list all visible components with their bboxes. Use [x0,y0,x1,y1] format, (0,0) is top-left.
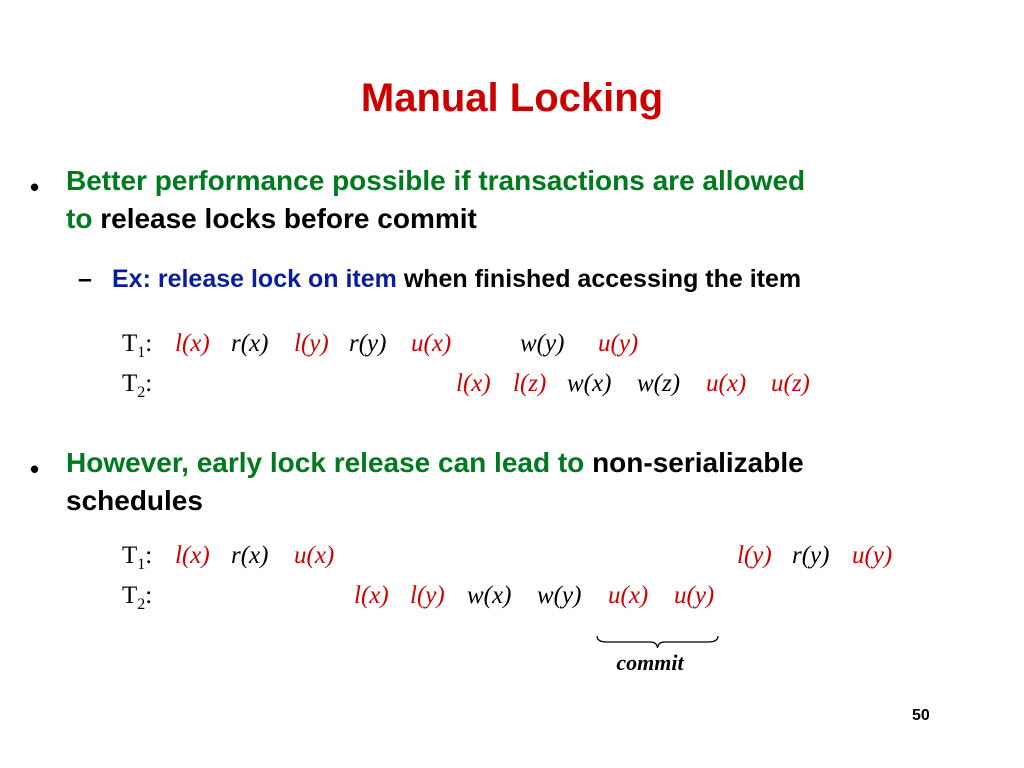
t2-subscript: 2 [137,596,146,613]
schedule-1-t2-op-ux: u(x) [706,370,747,397]
t2-colon: : [145,370,153,397]
sub-bullet-1: Ex: release lock on item when finished a… [112,265,801,294]
t2-letter: T [122,370,138,397]
schedule-1-t1-op-wy: w(y) [520,330,565,357]
schedule-2-t2-op-lx: l(x) [354,582,389,609]
sub-bullet-1-text-a: Ex: release lock on item [112,265,397,293]
t1-subscript: 1 [137,556,146,573]
bullet-1-text-c: release locks before commit [100,203,477,234]
bullet-2-text-a: However, early lock release can lead to [66,447,585,478]
commit-brace-icon [596,635,719,649]
sub-bullet-dash: – [78,265,92,293]
page-number: 50 [912,707,930,724]
schedule-2-t2-op-ux: u(x) [608,582,649,609]
schedule-1-t1-op-ry: r(y) [349,330,387,357]
bullet-1-text-b: to [66,203,93,234]
schedule-2-t2-op-ly: l(y) [410,582,445,609]
schedule-1-t1-op-lx: l(x) [175,330,210,357]
t1-colon: : [145,330,153,357]
schedule-1-t1-op-uy: u(y) [598,330,639,357]
schedule-1-t2-op-uz: u(z) [771,370,810,397]
schedule-2-t1-label: T1: [122,542,152,574]
schedule-1-t2-label: T2: [122,370,152,402]
schedule-2-t2-op-wx: w(x) [467,582,512,609]
t1-letter: T [122,330,138,357]
bullet-1: Better performance possible if transacti… [66,162,805,238]
schedule-2-t2-label: T2: [122,582,152,614]
schedule-2-t2-op-wy: w(y) [537,582,582,609]
slide-title: Manual Locking [360,76,664,120]
t2-subscript: 2 [137,384,146,401]
schedule-1-t2-op-wx: w(x) [567,370,612,397]
sub-bullet-1-text-b: when finished accessing the item [403,265,802,293]
schedule-1-t2-op-lz: l(z) [513,370,547,397]
t2-colon: : [145,582,153,609]
bullet-2-text-b: non-serializable [592,447,804,478]
bullet-marker: • [30,172,40,202]
bullet-2: However, early lock release can lead to … [66,444,804,520]
bullet-marker: • [30,454,40,484]
schedule-1-t1-op-ly: l(y) [294,330,329,357]
t2-letter: T [122,582,138,609]
schedule-2-t1-op-uy: u(y) [852,542,893,569]
t1-subscript: 1 [137,344,146,361]
schedule-1-t2-op-lx: l(x) [456,370,491,397]
schedule-1-t2-op-wz: w(z) [637,370,681,397]
schedule-2-t1-op-lx: l(x) [175,542,210,569]
bullet-1-text-a: Better performance possible if transacti… [66,165,806,196]
schedule-2-t1-op-ux: u(x) [294,542,335,569]
schedule-2-t1-op-rx: r(x) [231,542,269,569]
schedule-2-t2-op-uy: u(y) [674,582,715,609]
commit-label: commit [616,650,684,675]
t1-letter: T [122,542,138,569]
bullet-2-text-c: schedules [66,485,203,516]
schedule-1-t1-op-ux: u(x) [411,330,452,357]
t1-colon: : [145,542,153,569]
schedule-1-t1-op-rx: r(x) [231,330,269,357]
schedule-2-t1-op-ly: l(y) [737,542,772,569]
schedule-1-t1-label: T1: [122,330,152,362]
schedule-2-t1-op-ry: r(y) [792,542,830,569]
